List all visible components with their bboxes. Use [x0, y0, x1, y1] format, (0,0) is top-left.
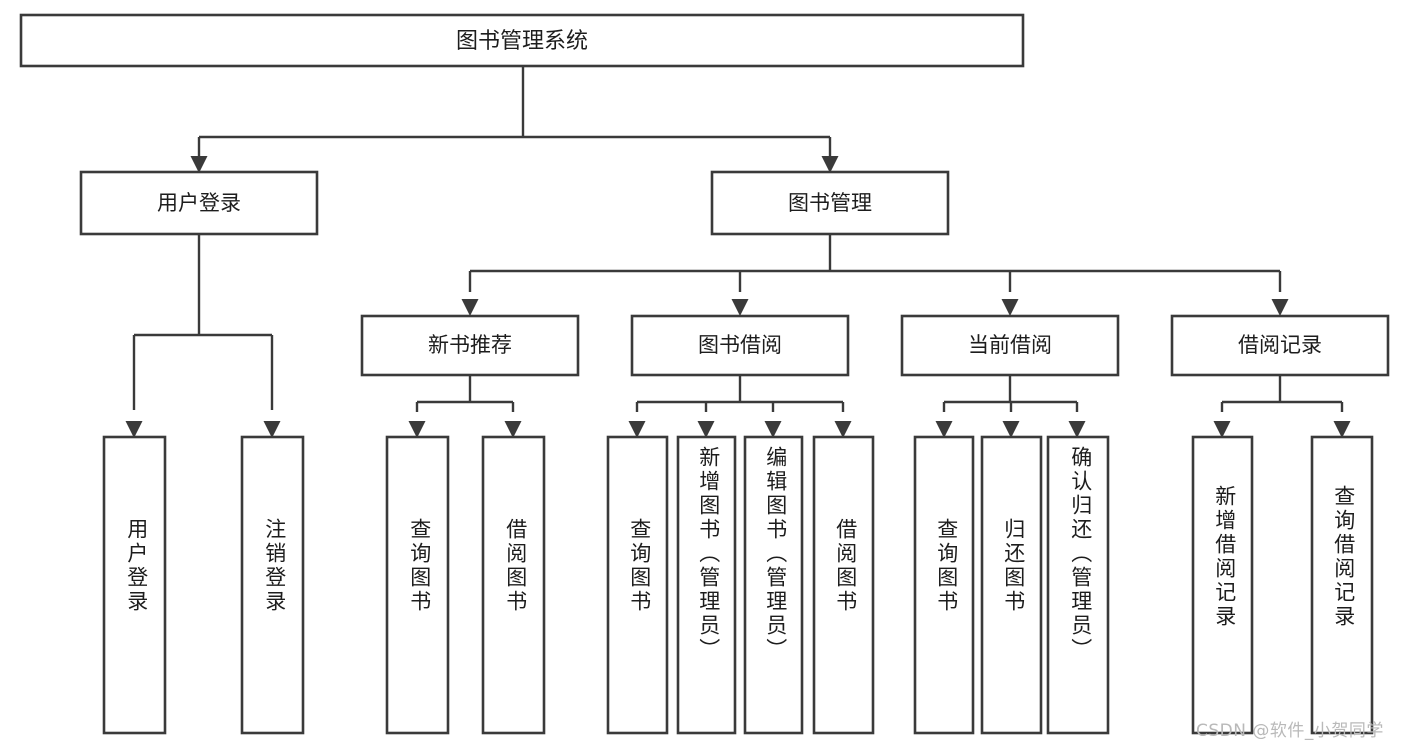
leaf-box-book-borrow-1[interactable]	[606, 435, 669, 735]
arrow-root-to-book-manage	[821, 156, 839, 173]
node-user-login-label: 用户登录	[157, 191, 241, 215]
leaf-box-current-borrow-1[interactable]	[913, 435, 975, 735]
node-current-borrow-label: 当前借阅	[968, 333, 1052, 357]
leaf-box-new-book-recommend-1[interactable]	[385, 435, 450, 735]
arrow-bb-leaf-1	[628, 421, 646, 438]
leaf-box-book-borrow-4[interactable]	[812, 435, 875, 735]
arrow-nbr-leaf-1	[408, 421, 426, 438]
node-user-login-box[interactable]	[79, 170, 319, 236]
node-root-label: 图书管理系统	[456, 29, 588, 54]
node-book-borrow[interactable]: 图书借阅	[630, 314, 850, 377]
node-book-borrow-box[interactable]	[630, 314, 850, 377]
arrow-root-to-user-login	[190, 156, 208, 173]
arrow-user-login-leaf-2	[263, 421, 281, 438]
node-root-library-system[interactable]: 图书管理系统	[19, 13, 1025, 68]
arrow-to-book-borrow	[731, 299, 749, 316]
leaf-box-borrow-record-2[interactable]	[1310, 435, 1374, 735]
watermark-text: CSDN @软件_小贺同学	[1196, 721, 1384, 741]
arrow-to-current-borrow	[1001, 299, 1019, 316]
node-book-management-box[interactable]	[710, 170, 950, 236]
node-new-book-recommend[interactable]: 新书推荐	[360, 314, 580, 377]
arrow-user-login-leaf-1	[125, 421, 143, 438]
arrow-cb-leaf-1	[935, 421, 953, 438]
arrow-to-new-book-recommend	[461, 299, 479, 316]
leaf-box-current-borrow-3[interactable]	[1046, 435, 1110, 735]
arrow-cb-leaf-2	[1002, 421, 1020, 438]
node-book-borrow-label: 图书借阅	[698, 333, 782, 357]
arrow-nbr-leaf-2	[504, 421, 522, 438]
node-user-login[interactable]: 用户登录	[79, 170, 319, 236]
leaf-box-book-borrow-3[interactable]	[743, 435, 804, 735]
leaf-box-user-login-2[interactable]	[240, 435, 305, 735]
arrow-br-leaf-1	[1213, 421, 1231, 438]
node-root-box[interactable]	[19, 13, 1025, 68]
leaf-box-user-login-1[interactable]	[102, 435, 167, 735]
leaf-box-book-borrow-2[interactable]	[676, 435, 737, 735]
leaf-box-new-book-recommend-2[interactable]	[481, 435, 546, 735]
node-borrow-record-label: 借阅记录	[1238, 333, 1322, 357]
leaf-box-borrow-record-1[interactable]	[1191, 435, 1254, 735]
arrow-bb-leaf-4	[834, 421, 852, 438]
node-borrow-record-box[interactable]	[1170, 314, 1390, 377]
node-book-management[interactable]: 图书管理	[710, 170, 950, 236]
arrow-cb-leaf-3	[1068, 421, 1086, 438]
arrow-bb-leaf-2	[697, 421, 715, 438]
node-new-book-recommend-label: 新书推荐	[428, 333, 512, 357]
node-current-borrow-box[interactable]	[900, 314, 1120, 377]
node-borrow-record[interactable]: 借阅记录	[1170, 314, 1390, 377]
node-current-borrow[interactable]: 当前借阅	[900, 314, 1120, 377]
arrow-br-leaf-2	[1333, 421, 1351, 438]
leaf-box-current-borrow-2[interactable]	[980, 435, 1043, 735]
arrow-bb-leaf-3	[764, 421, 782, 438]
node-new-book-recommend-box[interactable]	[360, 314, 580, 377]
arrow-to-borrow-record	[1271, 299, 1289, 316]
node-book-management-label: 图书管理	[788, 191, 872, 215]
connectors-layer	[125, 66, 1351, 438]
